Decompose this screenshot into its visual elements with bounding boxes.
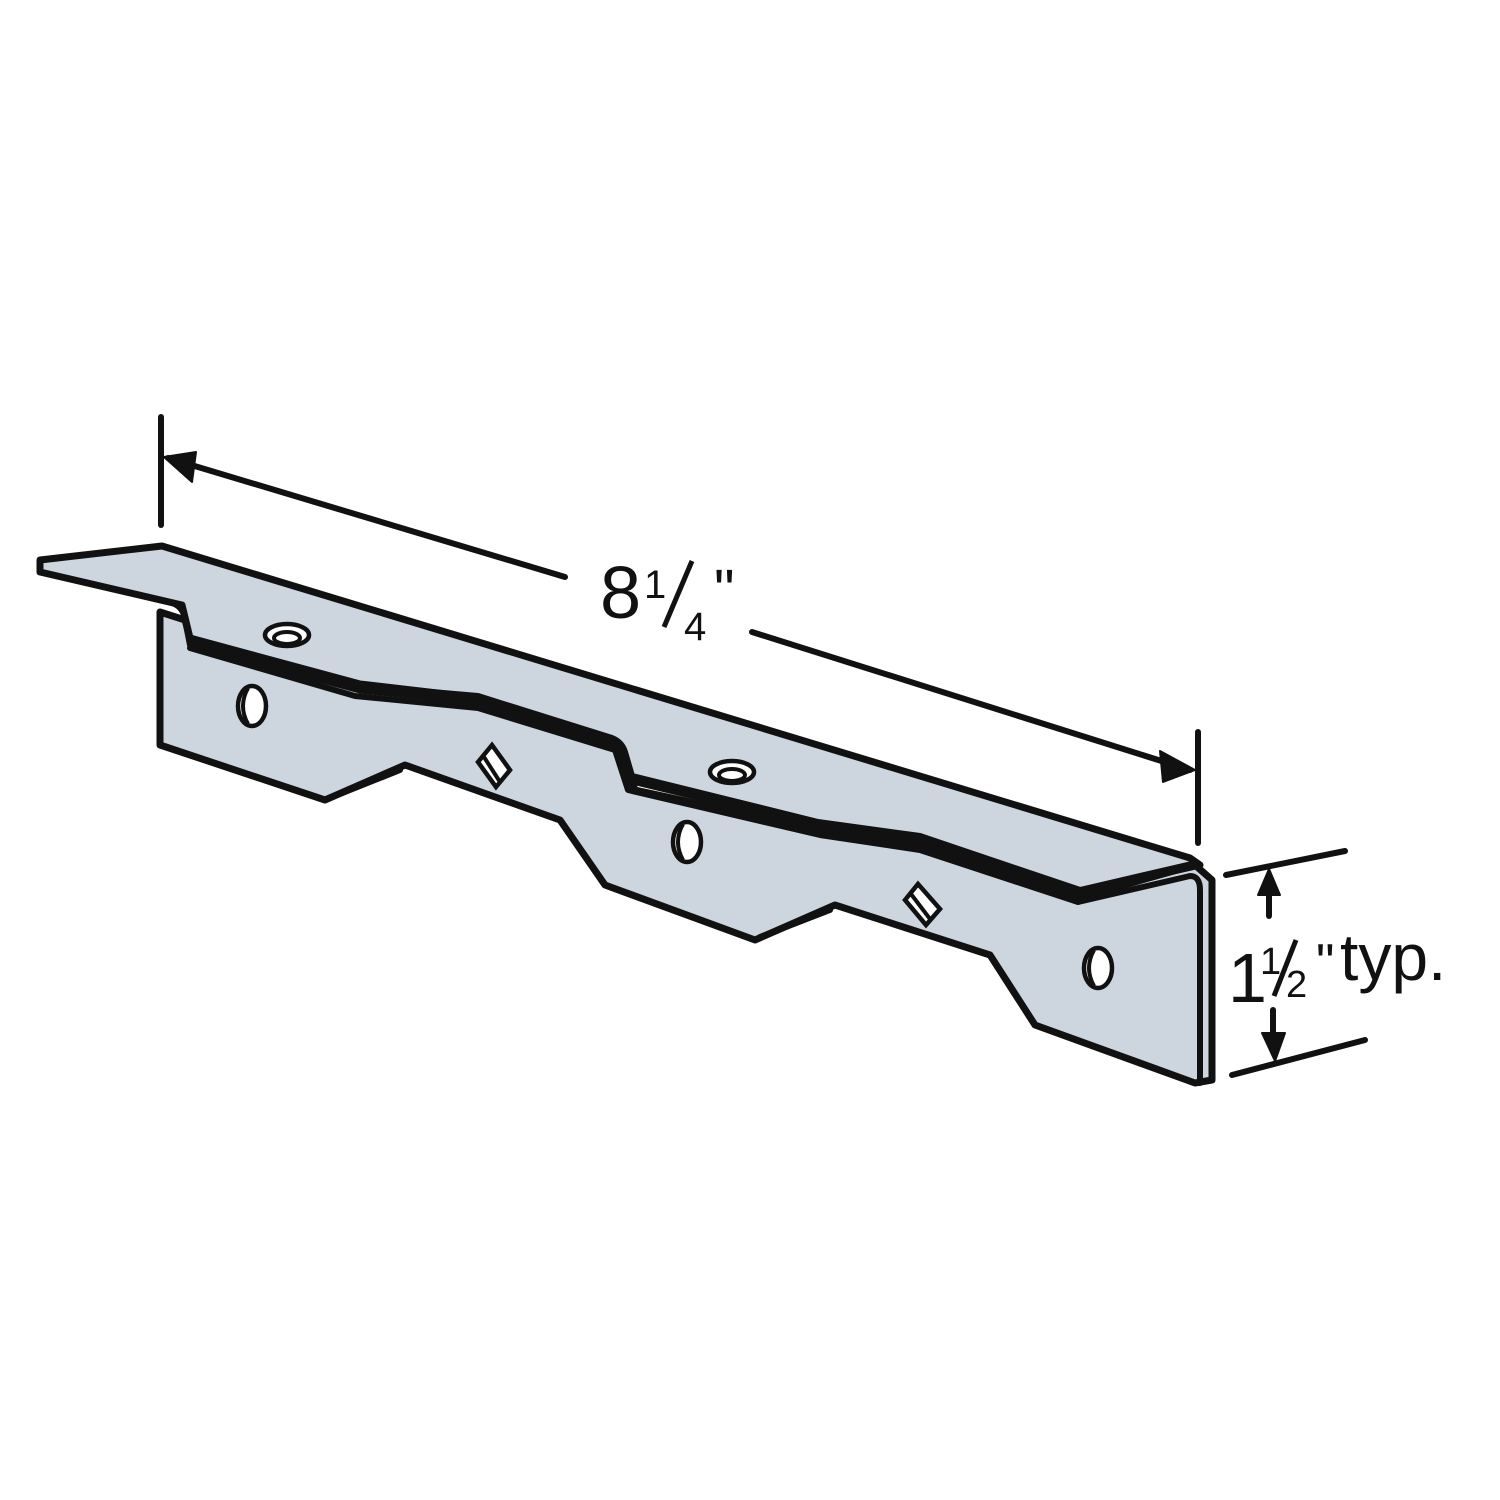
height-arrow-down	[1261, 1032, 1286, 1062]
top-flange-edge-left	[37, 559, 193, 648]
length-arrow-right	[1159, 750, 1196, 783]
side-hole-3	[1081, 945, 1115, 991]
height-arrow-up	[1257, 868, 1281, 896]
diamond-hole-2	[902, 880, 943, 929]
height-extension-top	[1223, 848, 1348, 878]
height-fraction-slash	[1271, 939, 1299, 997]
diamond-hole-1	[475, 741, 513, 791]
length-unit: "	[714, 558, 735, 623]
side-hole-2	[670, 819, 704, 865]
height-denominator: 2	[1286, 964, 1307, 1006]
height-numerator: 1	[1260, 941, 1281, 983]
notch-edge-1	[327, 767, 403, 801]
right-fold-edge	[1075, 873, 1203, 1086]
length-denominator: 4	[684, 605, 706, 649]
length-numerator: 1	[644, 563, 666, 607]
fold-line-upper	[185, 627, 1199, 893]
length-fraction-slash	[661, 560, 695, 628]
length-dim-line-right	[749, 629, 1193, 773]
length-dim-line-left	[165, 455, 568, 580]
side-hole-1	[235, 683, 269, 729]
height-whole: 1	[1228, 939, 1267, 1017]
top-hole-2	[707, 758, 757, 786]
length-arrow-left	[163, 451, 197, 483]
notch-edge-2	[757, 907, 833, 940]
length-whole: 8	[600, 551, 641, 634]
height-unit: "	[1316, 934, 1334, 992]
height-suffix: typ.	[1340, 920, 1446, 994]
length-label: 8 1 4 "	[600, 551, 735, 649]
fold-line-lower	[187, 645, 1081, 905]
height-label: 1 1 2 " typ.	[1228, 920, 1446, 1017]
top-hole-1	[262, 621, 312, 649]
height-extension-bottom	[1229, 1037, 1368, 1078]
